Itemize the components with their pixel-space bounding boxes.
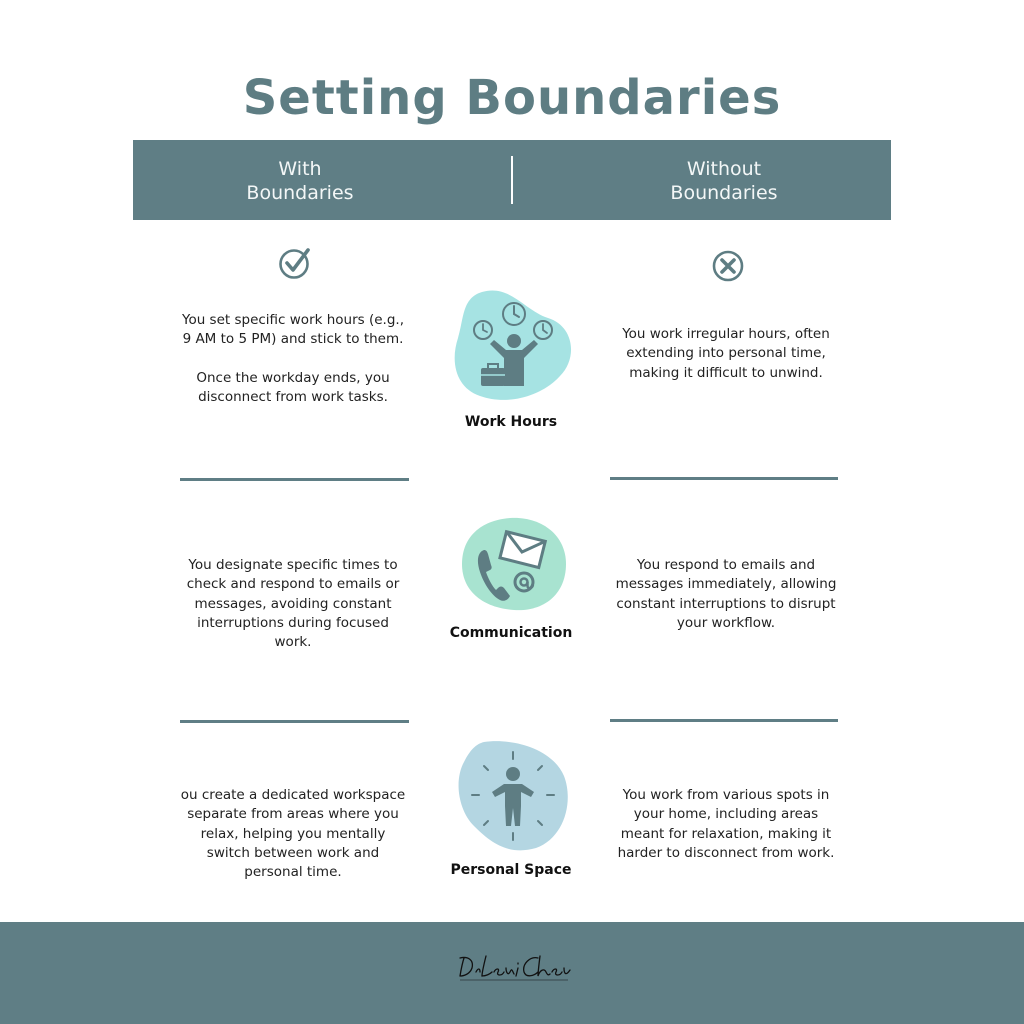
without-work-hours-text: You work irregular hours, often extendin… xyxy=(622,326,830,381)
personal-space-label: Personal Space xyxy=(450,862,572,878)
communication-label: Communication xyxy=(449,625,573,641)
work-hours-icon xyxy=(454,290,572,400)
with-boundaries-heading: With Boundaries xyxy=(246,158,354,204)
with-personal-space-text: ou create a dedicated workspace separate… xyxy=(180,787,406,881)
row-divider-right xyxy=(610,719,838,722)
page-title: Setting Boundaries xyxy=(242,70,782,126)
without-communication-text: You respond to emails and messages immed… xyxy=(615,557,837,631)
comparison-header: With Boundaries Without Boundaries xyxy=(133,140,891,220)
row-divider-right xyxy=(610,477,838,480)
work-hours-label: Work Hours xyxy=(464,414,558,430)
signature-logo xyxy=(459,955,571,981)
without-boundaries-heading: Without Boundaries xyxy=(670,158,778,204)
row-divider-left xyxy=(180,720,409,723)
x-circle-icon xyxy=(712,250,744,282)
with-communication-text: You designate specific times to check an… xyxy=(186,557,400,651)
footer-band xyxy=(0,922,1024,1024)
row-divider-left xyxy=(180,478,409,481)
personal-space-icon xyxy=(458,741,568,851)
without-personal-space-text: You work from various spots in your home… xyxy=(617,787,835,861)
check-circle-icon xyxy=(279,248,310,279)
header-divider xyxy=(511,156,513,204)
with-work-hours-text: You set specific work hours (e.g., 9 AM … xyxy=(181,312,404,406)
communication-icon xyxy=(462,517,566,611)
